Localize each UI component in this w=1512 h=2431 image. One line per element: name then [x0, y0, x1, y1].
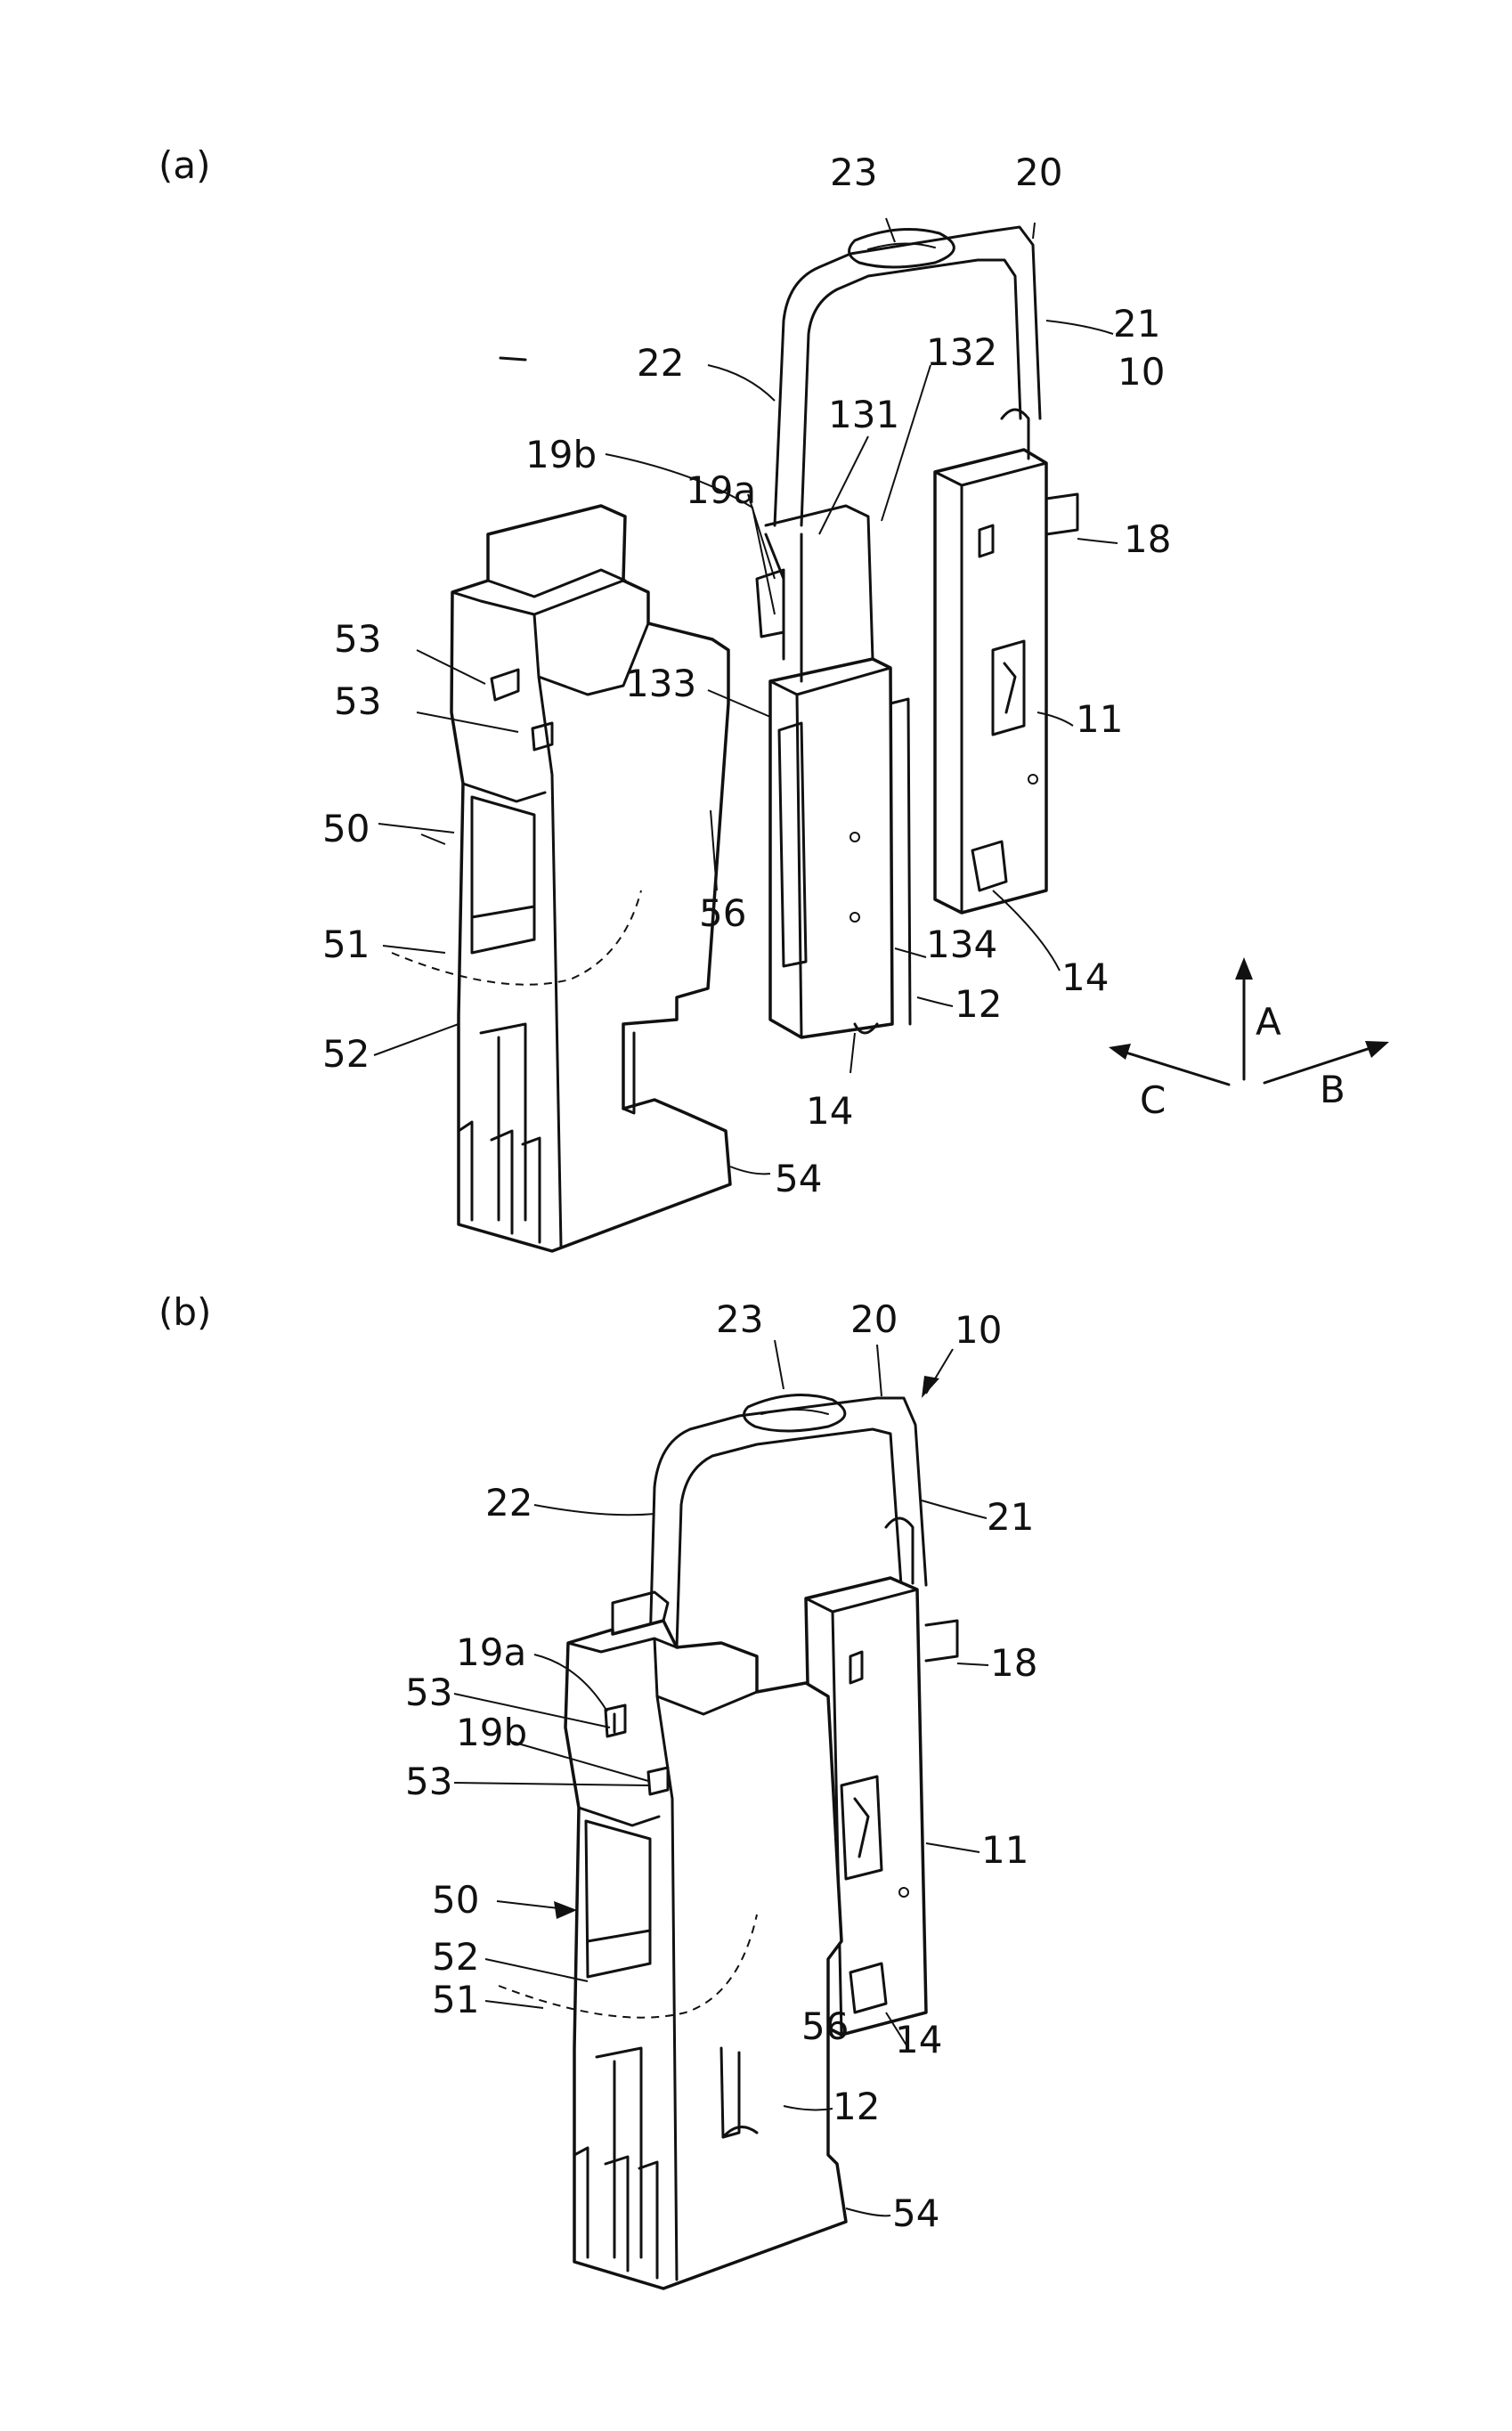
label-11-a: 11 — [1076, 697, 1123, 741]
label-20-a: 20 — [1015, 150, 1062, 194]
label-132-a: 132 — [926, 330, 997, 374]
direction-label-b: B — [1320, 1068, 1345, 1111]
label-134-a: 134 — [926, 923, 997, 966]
label-11-b: 11 — [981, 1828, 1028, 1872]
label-18-a: 18 — [1124, 517, 1171, 561]
label-54-a: 54 — [775, 1157, 822, 1200]
label-19b-a: 19b — [525, 433, 597, 476]
label-53-a-2: 53 — [334, 679, 381, 723]
label-19a-a: 19a — [686, 468, 756, 512]
figure-a: (a) — [159, 143, 1389, 1251]
label-53-b-1: 53 — [405, 1671, 452, 1714]
label-52-a: 52 — [322, 1032, 370, 1076]
label-23-b: 23 — [716, 1297, 763, 1341]
label-50-a: 50 — [322, 807, 370, 850]
housing-50-a — [392, 358, 730, 1251]
terminal-10-a — [757, 227, 1077, 1037]
label-133-a: 133 — [625, 662, 696, 705]
label-23-a: 23 — [830, 150, 877, 194]
housing-50-b — [499, 1592, 846, 2289]
label-19b-b: 19b — [456, 1711, 527, 1754]
direction-label-c: C — [1140, 1078, 1166, 1122]
label-131-a: 131 — [828, 393, 899, 436]
label-22-b: 22 — [485, 1481, 532, 1524]
label-12-a: 12 — [955, 982, 1002, 1026]
label-50-b: 50 — [432, 1878, 479, 1922]
label-52-b: 52 — [432, 1935, 479, 1979]
label-14-a-1: 14 — [1061, 955, 1109, 999]
label-14-b: 14 — [895, 2018, 942, 2061]
label-12-b: 12 — [833, 2085, 880, 2128]
label-51-b: 51 — [432, 1978, 479, 2021]
label-18-b: 18 — [990, 1641, 1037, 1685]
label-21-a: 21 — [1113, 302, 1160, 346]
figure-b: (b) — [159, 1290, 1037, 2289]
direction-label-a: A — [1256, 1000, 1281, 1044]
label-53-a-1: 53 — [334, 617, 381, 661]
label-56-b: 56 — [801, 2004, 849, 2048]
label-21-b: 21 — [987, 1495, 1034, 1539]
label-54-b: 54 — [892, 2191, 939, 2235]
panel-label-a: (a) — [159, 143, 211, 187]
label-19a-b: 19a — [456, 1630, 526, 1674]
label-56-a: 56 — [699, 891, 746, 935]
label-53-b-2: 53 — [405, 1760, 452, 1803]
label-14-a-2: 14 — [806, 1089, 853, 1133]
label-10-a: 10 — [1118, 350, 1165, 394]
label-51-a: 51 — [322, 923, 370, 966]
label-22-a: 22 — [637, 341, 684, 385]
direction-arrows: A C B — [1109, 957, 1389, 1122]
label-20-b: 20 — [850, 1297, 898, 1341]
panel-label-b: (b) — [159, 1290, 211, 1334]
label-10-b: 10 — [955, 1308, 1002, 1352]
